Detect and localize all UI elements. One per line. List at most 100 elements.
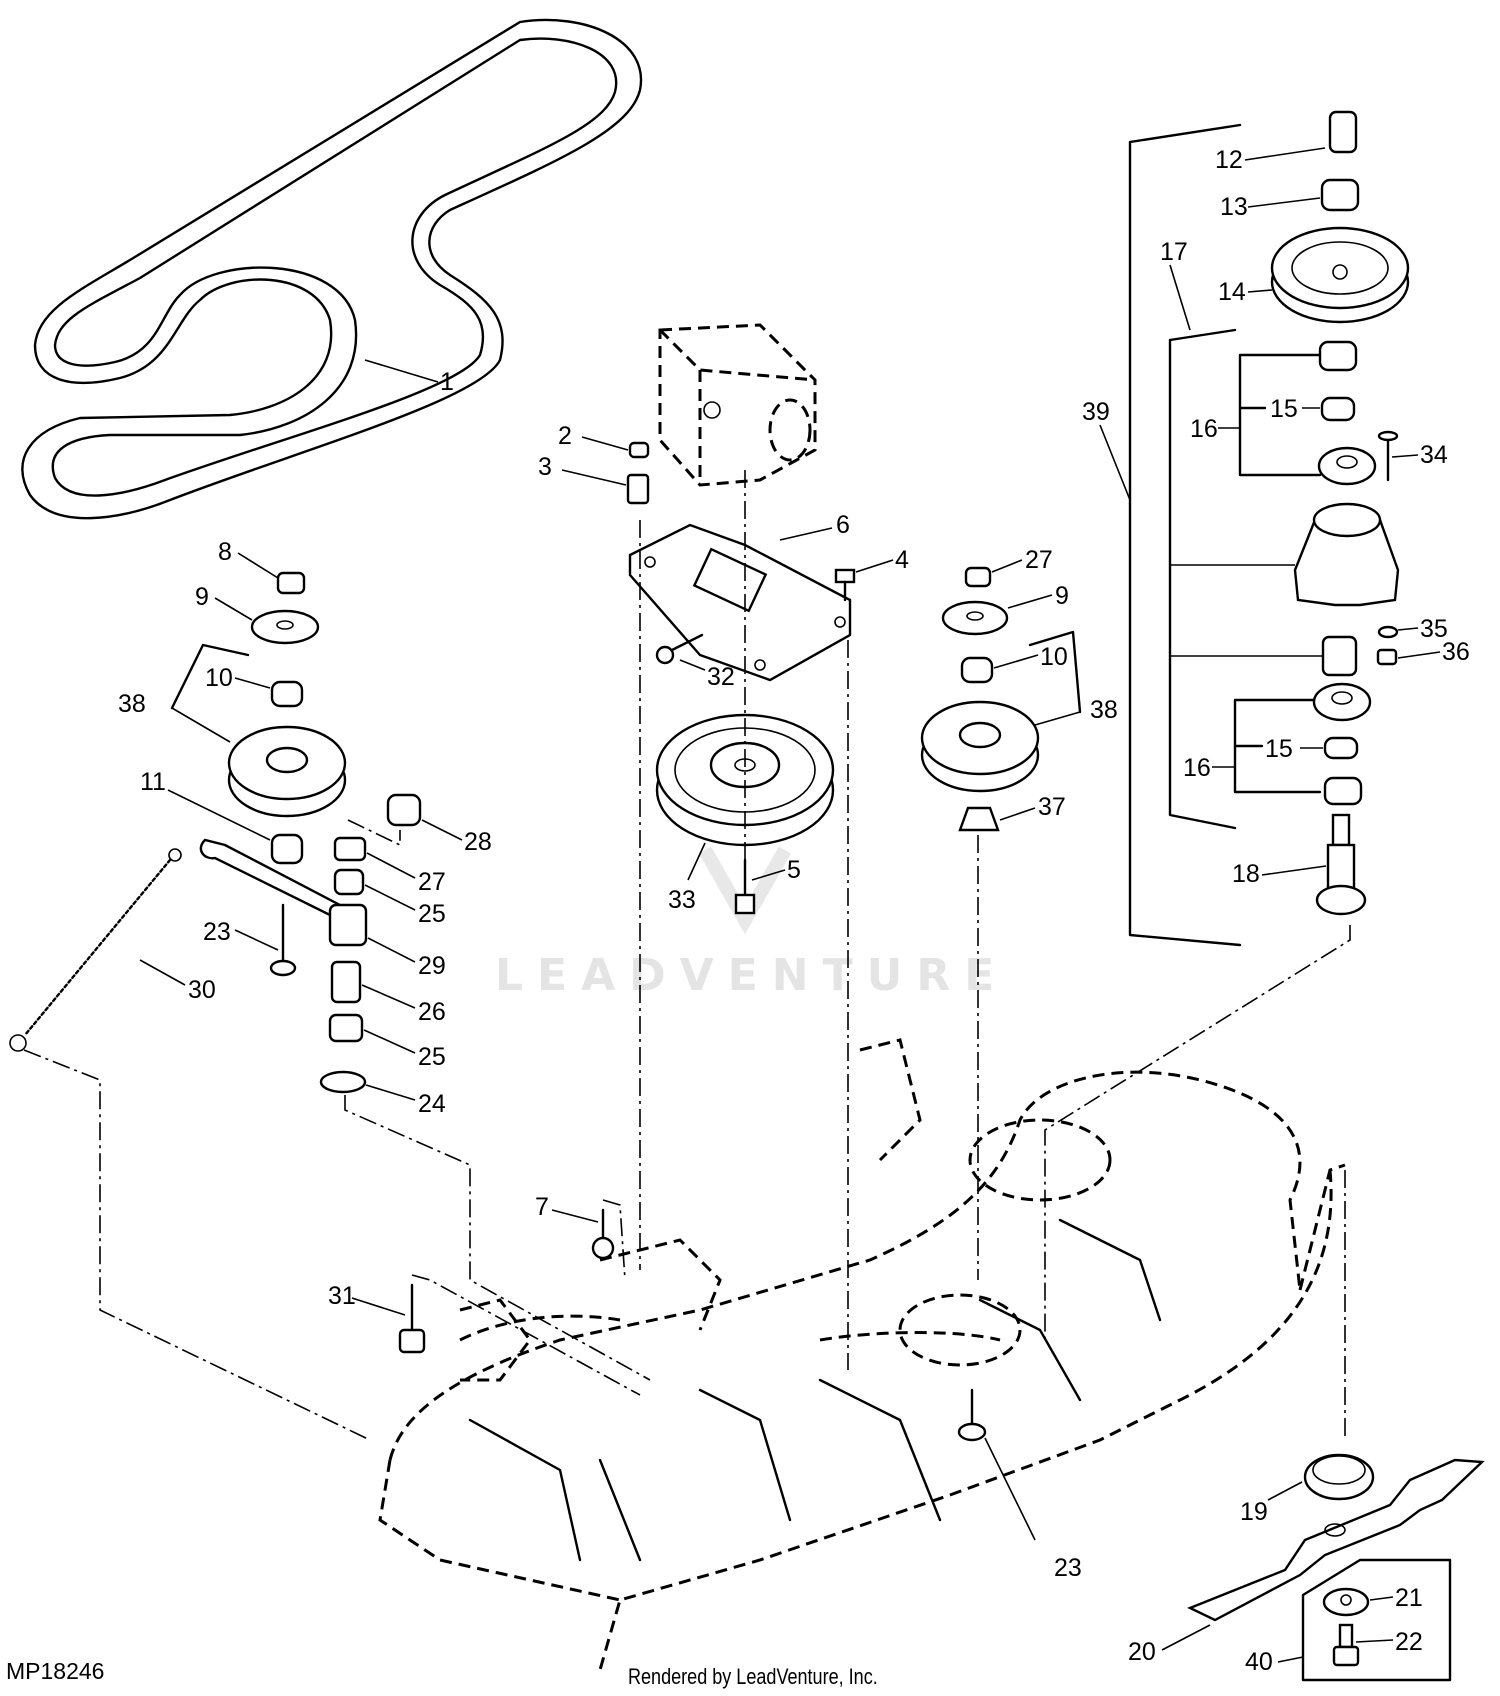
bracket-16-top (1238, 353, 1322, 477)
callout-29: 29 (418, 952, 446, 980)
callout-36: 36 (1442, 638, 1470, 666)
callout-37: 37 (1038, 793, 1066, 821)
pivot-29[interactable] (328, 903, 368, 947)
bearing-16-top[interactable] (1317, 446, 1377, 486)
grease-fitting-12[interactable] (1328, 110, 1358, 154)
spacer-26[interactable] (330, 960, 362, 1004)
bearing-10-right[interactable] (960, 656, 994, 684)
callout-6: 6 (836, 511, 850, 539)
watermark: LEADVENTURE (495, 950, 1008, 1001)
callout-23b: 23 (1054, 1554, 1082, 1582)
callout-22: 22 (1395, 1628, 1423, 1656)
callout-25a: 25 (418, 900, 446, 928)
callout-4: 4 (895, 546, 909, 574)
bracket-17 (1168, 328, 1237, 830)
callout-35: 35 (1420, 615, 1448, 643)
spindle-shaft-18[interactable] (1315, 813, 1367, 916)
blade-20[interactable] (1187, 1458, 1485, 1622)
bolt-31[interactable] (398, 1283, 426, 1354)
bearing-16-bottom[interactable] (1312, 682, 1372, 722)
bolt-7[interactable] (591, 1208, 615, 1260)
callout-26: 26 (418, 998, 446, 1026)
bearing-15-bottom[interactable] (1323, 736, 1359, 760)
callout-31: 31 (328, 1282, 356, 1310)
callout-38b: 38 (1090, 696, 1118, 724)
callout-8: 8 (218, 538, 232, 566)
callout-23a: 23 (203, 918, 231, 946)
callout-20: 20 (1128, 1638, 1156, 1666)
blade-hub-19[interactable] (1303, 1453, 1375, 1501)
bolt-4[interactable] (834, 568, 856, 602)
callout-24: 24 (418, 1090, 446, 1118)
callout-9b: 9 (1055, 582, 1069, 610)
bracket-39 (1128, 123, 1242, 947)
belt[interactable] (21, 18, 643, 520)
callout-15b: 15 (1265, 735, 1293, 763)
assembly-line-stack (344, 1095, 651, 1381)
idler-pulley-38-right[interactable] (920, 700, 1040, 793)
bushing-25-top[interactable] (333, 868, 365, 896)
callout-38a: 38 (118, 690, 146, 718)
seal-top[interactable] (1318, 340, 1358, 372)
callout-21: 21 (1395, 1584, 1423, 1612)
spacer-3[interactable] (626, 473, 650, 505)
spring-30[interactable] (9, 848, 182, 1052)
washer-21[interactable] (1322, 1587, 1370, 1617)
nut-13[interactable] (1320, 178, 1360, 212)
callout-12: 12 (1215, 146, 1243, 174)
nut-27[interactable] (333, 836, 367, 862)
kit-box-40 (1301, 1558, 1452, 1682)
gearbox (658, 323, 817, 487)
callout-16a: 16 (1190, 415, 1218, 443)
callout-14: 14 (1218, 278, 1246, 306)
callout-11: 11 (140, 768, 166, 796)
bushing-25-bottom[interactable] (328, 1013, 364, 1043)
callout-39: 39 (1082, 398, 1110, 426)
idler-pulley-38-left[interactable] (227, 725, 347, 818)
bushing-28[interactable] (386, 793, 422, 827)
callout-34: 34 (1420, 441, 1448, 469)
washer-24[interactable] (319, 1070, 367, 1094)
bearing-10[interactable] (270, 680, 304, 708)
callout-32: 32 (707, 663, 735, 691)
bolt-23-right[interactable] (957, 1388, 987, 1442)
callout-3: 3 (538, 453, 552, 481)
nut-36[interactable] (1376, 648, 1398, 666)
bracket-16-bottom (1233, 698, 1322, 794)
nut-8[interactable] (276, 571, 306, 595)
idler-arm[interactable] (199, 838, 343, 917)
spacer[interactable] (1321, 635, 1358, 677)
bushing-37[interactable] (958, 806, 1000, 832)
bolt-32[interactable] (655, 633, 704, 665)
bearing-11[interactable] (270, 833, 304, 865)
callout-28: 28 (464, 828, 492, 856)
nut-27-right[interactable] (964, 566, 992, 588)
callout-7: 7 (535, 1193, 549, 1221)
spindle-pulley-14[interactable] (1270, 226, 1410, 324)
bracket-6[interactable] (628, 523, 852, 682)
washer-9[interactable] (250, 609, 320, 645)
spindle-housing[interactable] (1293, 502, 1400, 607)
callout-10a: 10 (205, 664, 233, 692)
bolt-23-left[interactable] (269, 903, 297, 977)
callout-13: 13 (1220, 193, 1248, 221)
bolt-34[interactable] (1377, 430, 1399, 482)
callout-40: 40 (1245, 1648, 1273, 1676)
callout-16b: 16 (1183, 754, 1211, 782)
assembly-line-spring (23, 1049, 371, 1441)
callout-2: 2 (558, 422, 572, 450)
washer-35[interactable] (1377, 625, 1399, 639)
callout-17: 17 (1160, 238, 1188, 266)
callout-5: 5 (787, 856, 801, 884)
bolt-5[interactable] (734, 858, 756, 915)
blade-bolt-22[interactable] (1332, 1623, 1360, 1667)
callout-27b: 27 (1025, 546, 1053, 574)
bearing-15-top[interactable] (1320, 396, 1356, 422)
callout-27a: 27 (418, 868, 446, 896)
callout-15a: 15 (1270, 395, 1298, 423)
callout-18: 18 (1232, 860, 1260, 888)
nut-2[interactable] (628, 441, 650, 459)
washer-9-right[interactable] (941, 600, 1009, 636)
seal-bottom[interactable] (1323, 776, 1363, 806)
